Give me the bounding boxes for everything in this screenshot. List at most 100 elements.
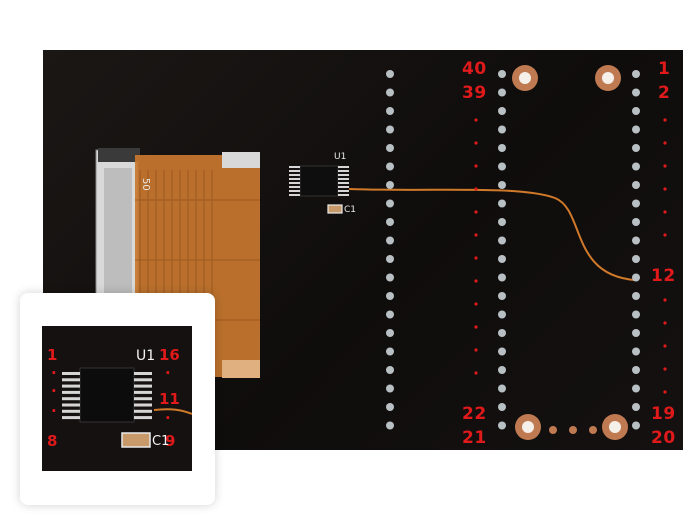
inset-chip-pin [62,378,80,382]
header-pin [632,329,640,337]
header-pin [386,329,394,337]
ellipsis-dot [474,210,478,214]
inset-chip-pin [134,378,152,382]
header-pin [632,144,640,152]
header-pin [632,162,640,171]
inset-chip-pin [134,390,152,394]
inset-capacitor [121,432,151,448]
header-pin [386,236,394,245]
ellipsis-dot [663,344,667,348]
header-pin [632,199,640,208]
jumper-wire [348,188,636,281]
pin-label-12: 12 [651,266,676,286]
header-pin [632,310,640,319]
ellipsis-dot [474,164,478,168]
inset-chip-pin [62,403,80,407]
pin-label-39: 39 [462,83,487,103]
inset-chip-pin [62,409,80,413]
header-pin [632,347,640,356]
ellipsis-dot [474,256,478,260]
inset-dot: · [165,409,171,427]
header-pin [632,384,640,393]
inset-chip-pin [134,397,152,401]
header-pin [498,421,506,430]
inset-pin-label-1: 1 [47,346,58,364]
header-pin [386,107,394,115]
header-pin [498,366,506,374]
header-pin [632,403,640,411]
inset-zoom-card: 1 8 16 11 9 U1 C1 · · · · · [20,293,215,505]
inset-chip-closeup [42,326,192,471]
chip-designator-u1: U1 [334,152,347,162]
pin-label-19: 19 [651,404,676,424]
header-pin [386,366,394,374]
header-pin-rows [386,70,640,430]
inset-dot: · [51,402,57,420]
header-pin [498,70,506,78]
header-pin [632,218,640,226]
inset-chip-pin [62,390,80,394]
inset-cap-designator: C1 [152,434,170,449]
header-pin [498,292,506,300]
ffc-connector-latch [98,148,140,162]
header-pin [386,70,394,78]
pin-label-2: 2 [658,83,671,103]
header-pin [498,403,506,411]
chip-u1-body [299,165,339,197]
inset-dot: · [51,382,57,400]
header-pin [498,273,506,282]
flex-cable-stiffener [222,152,260,168]
ellipsis-dot [663,187,667,191]
chip-u1-pins [289,166,349,196]
header-pin [498,255,506,263]
header-pin [386,162,394,171]
header-pin [498,218,506,226]
ellipsis-dot [474,302,478,306]
inset-chip-body [79,367,135,423]
header-pin [386,199,394,208]
ellipsis-dot [663,210,667,214]
header-pin [498,310,506,319]
header-pin [386,310,394,319]
ellipsis-dot [474,371,478,375]
inset-pin-label-9: 9 [165,432,176,450]
inset-pin-label-8: 8 [47,432,58,450]
inset-jumper-wire [153,408,192,415]
header-pin [632,181,640,189]
ellipsis-dot [474,141,478,145]
inset-chip-pin [134,384,152,388]
header-pin [386,384,394,393]
connector-pin-number: 50 [140,178,151,191]
header-pin [498,88,506,97]
pin-label-21: 21 [462,428,487,448]
header-ellipsis-dots [474,118,667,394]
ellipsis-dot [663,298,667,302]
ellipsis-dot [663,321,667,325]
pin-label-22: 22 [462,404,487,424]
header-pin [632,421,640,430]
header-pin [386,273,394,282]
ellipsis-dot [474,325,478,329]
header-pin [386,255,394,263]
header-pin [498,125,506,134]
ellipsis-dot [474,348,478,352]
capacitor-designator-c1: C1 [344,205,357,215]
pin-label-40: 40 [462,59,487,79]
header-pin [498,329,506,337]
ellipsis-dot [663,118,667,122]
inset-dot: · [165,364,171,382]
header-pin [632,125,640,134]
header-pin [632,366,640,374]
header-pin [632,236,640,245]
header-pin [386,403,394,411]
inset-chip-pin [134,409,152,413]
ellipsis-dot [663,164,667,168]
header-pin [632,107,640,115]
inset-chip-pins [62,372,152,420]
header-pin [386,218,394,226]
header-pin [498,236,506,245]
ellipsis-dot [663,367,667,371]
header-pin [632,255,640,263]
header-pin [498,107,506,115]
inset-chip-pin [134,403,152,407]
